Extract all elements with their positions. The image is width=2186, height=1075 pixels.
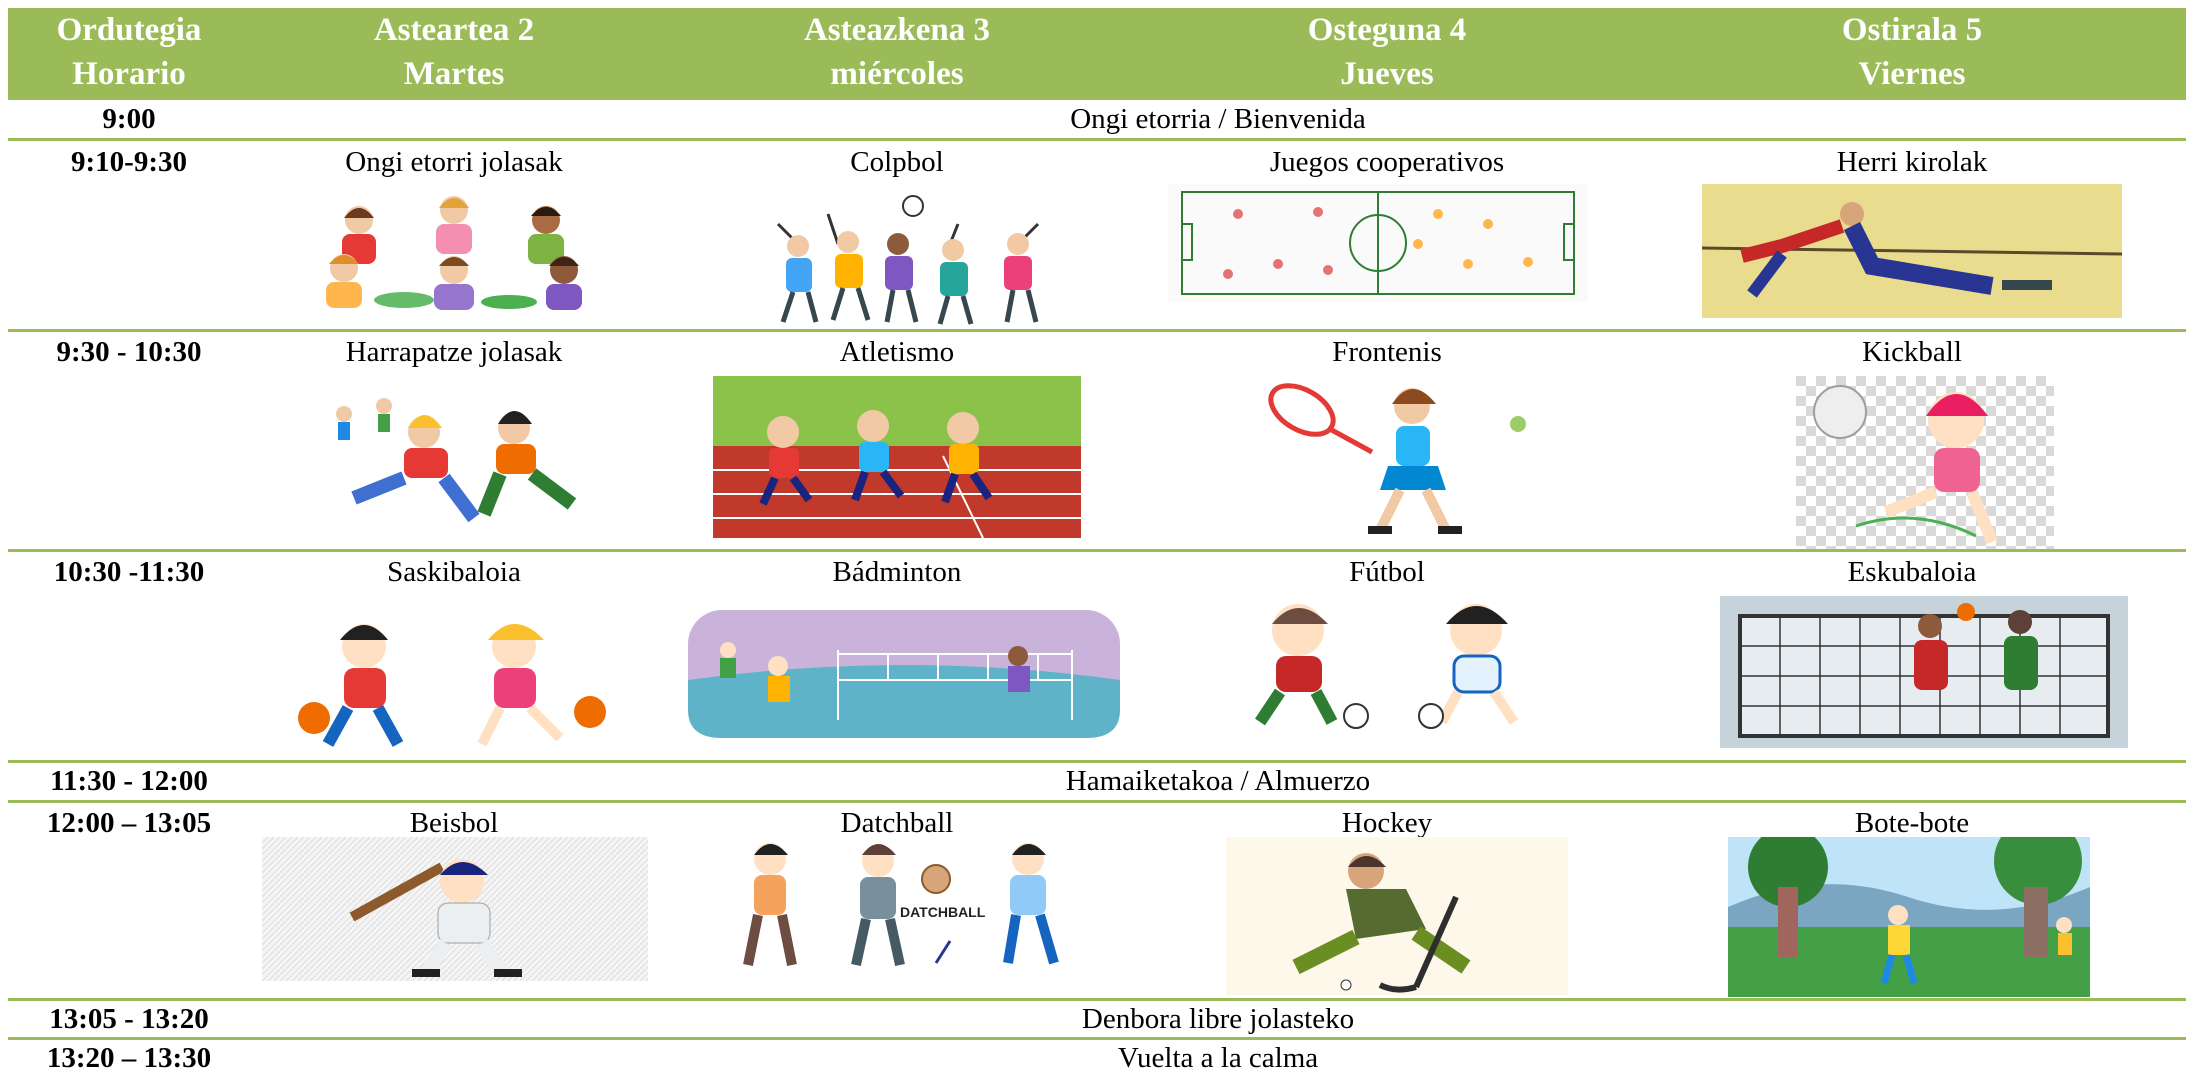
basketball-kids-illustration	[274, 612, 634, 752]
chasing-kids-illustration	[304, 394, 604, 526]
activity-label: Herri kirolak	[1836, 146, 1988, 178]
schedule-table: Ordutegia Horario Asteartea 2 Martes Ast…	[8, 8, 2186, 1074]
row-divider	[8, 998, 2186, 1001]
header-martes-es: Martes	[403, 56, 505, 92]
time-9-30: 9:30 - 10:30	[56, 336, 202, 368]
header-martes-eu: Asteartea 2	[373, 12, 535, 48]
activity-label: Bote-bote	[1854, 807, 1970, 839]
time-13-20: 13:20 – 13:30	[46, 1042, 212, 1074]
activity-datchball: Datchball DATCHBALL	[658, 805, 1136, 1001]
handball-goal-illustration	[1720, 596, 2128, 748]
activity-saskibaloia: Saskibaloia	[250, 554, 658, 766]
running-track-illustration	[713, 376, 1081, 538]
row-bienvenida: Ongi etorria / Bienvenida	[1070, 103, 1366, 135]
activity-frontenis: Frontenis	[1136, 334, 1638, 554]
row-almuerzo: Hamaiketakoa / Almuerzo	[1065, 765, 1371, 797]
kickball-girl-illustration	[1796, 376, 2054, 552]
hockey-player-illustration	[1226, 837, 1568, 995]
activity-label: Fútbol	[1349, 556, 1425, 588]
activity-label: Hockey	[1341, 807, 1433, 839]
activity-futbol: Fútbol	[1136, 554, 1638, 766]
time-9-00: 9:00	[102, 103, 156, 135]
header-jueves-eu: Osteguna 4	[1307, 12, 1467, 48]
activity-label: Beisbol	[409, 807, 499, 839]
activity-label: Colpbol	[850, 146, 944, 178]
colpbol-illustration	[738, 184, 1078, 330]
activity-label: Bádminton	[832, 556, 962, 588]
tennis-girl-illustration	[1262, 370, 1532, 538]
row-divider	[8, 1037, 2186, 1040]
kids-circle-illustration	[314, 190, 594, 314]
datchball-illustration: DATCHBALL	[710, 837, 1104, 977]
activity-juegos-cooperativos: Juegos cooperativos	[1136, 144, 1638, 334]
activity-label: Kickball	[1862, 336, 1962, 368]
soccer-kids-illustration	[1206, 600, 1586, 730]
header-horario: Ordutegia Horario	[8, 8, 250, 100]
activity-herri-kirolak: Herri kirolak	[1638, 144, 2186, 334]
activity-atletismo: Atletismo	[658, 334, 1136, 554]
time-11-30: 11:30 - 12:00	[50, 765, 208, 797]
header-jueves-es: Jueves	[1340, 56, 1434, 92]
activity-label: Saskibaloia	[387, 556, 521, 588]
activity-bote-bote: Bote-bote	[1638, 805, 2186, 1001]
header-horario-es: Horario	[72, 56, 186, 92]
header-row: Ordutegia Horario Asteartea 2 Martes Ast…	[8, 8, 2186, 100]
row-vuelta-calma: Vuelta a la calma	[1117, 1042, 1319, 1074]
header-miercoles: Asteazkena 3 miércoles	[658, 8, 1136, 100]
time-9-10: 9:10-9:30	[71, 146, 187, 178]
baseball-player-illustration	[262, 837, 648, 981]
court-diagram-illustration	[1168, 184, 1588, 302]
activity-harrapatze-jolasak: Harrapatze jolasak	[250, 334, 658, 554]
tug-of-war-illustration	[1702, 184, 2122, 318]
time-12-00: 12:00 – 13:05	[46, 807, 212, 839]
header-horario-eu: Ordutegia	[56, 12, 202, 48]
activity-badminton: Bádminton	[658, 554, 1136, 766]
activity-kickball: Kickball	[1638, 334, 2186, 554]
activity-colpbol: Colpbol	[658, 144, 1136, 334]
row-divider	[8, 329, 2186, 332]
row-divider	[8, 760, 2186, 763]
row-divider	[8, 800, 2186, 803]
activity-label: Harrapatze jolasak	[345, 336, 563, 368]
activity-beisbol: Beisbol	[250, 805, 658, 1001]
row-divider	[8, 138, 2186, 141]
header-viernes-es: Viernes	[1858, 56, 1966, 92]
header-jueves: Osteguna 4 Jueves	[1136, 8, 1638, 100]
activity-label: Frontenis	[1332, 336, 1442, 368]
time-10-30: 10:30 -11:30	[53, 556, 205, 588]
header-miercoles-eu: Asteazkena 3	[803, 12, 991, 48]
activity-ongi-etorri-jolasak: Ongi etorri jolasak	[250, 144, 658, 334]
row-denbora-libre: Denbora libre jolasteko	[1081, 1003, 1355, 1035]
activity-label: Ongi etorri jolasak	[345, 146, 563, 178]
badminton-court-illustration	[688, 610, 1120, 738]
header-martes: Asteartea 2 Martes	[250, 8, 658, 100]
row-divider	[8, 549, 2186, 552]
activity-label: Eskubaloia	[1847, 556, 1977, 588]
time-13-05: 13:05 - 13:20	[49, 1003, 209, 1035]
activity-hockey: Hockey	[1136, 805, 1638, 1001]
header-miercoles-es: miércoles	[830, 56, 964, 92]
park-hide-and-seek-illustration	[1728, 837, 2090, 997]
activity-label: Datchball	[840, 807, 954, 839]
activity-label: Juegos cooperativos	[1269, 146, 1505, 178]
header-viernes: Ostirala 5 Viernes	[1638, 8, 2186, 100]
header-viernes-eu: Ostirala 5	[1841, 12, 1983, 48]
datchball-art-text: DATCHBALL	[900, 904, 986, 920]
activity-eskubaloia: Eskubaloia	[1638, 554, 2186, 766]
activity-label: Atletismo	[839, 336, 955, 368]
